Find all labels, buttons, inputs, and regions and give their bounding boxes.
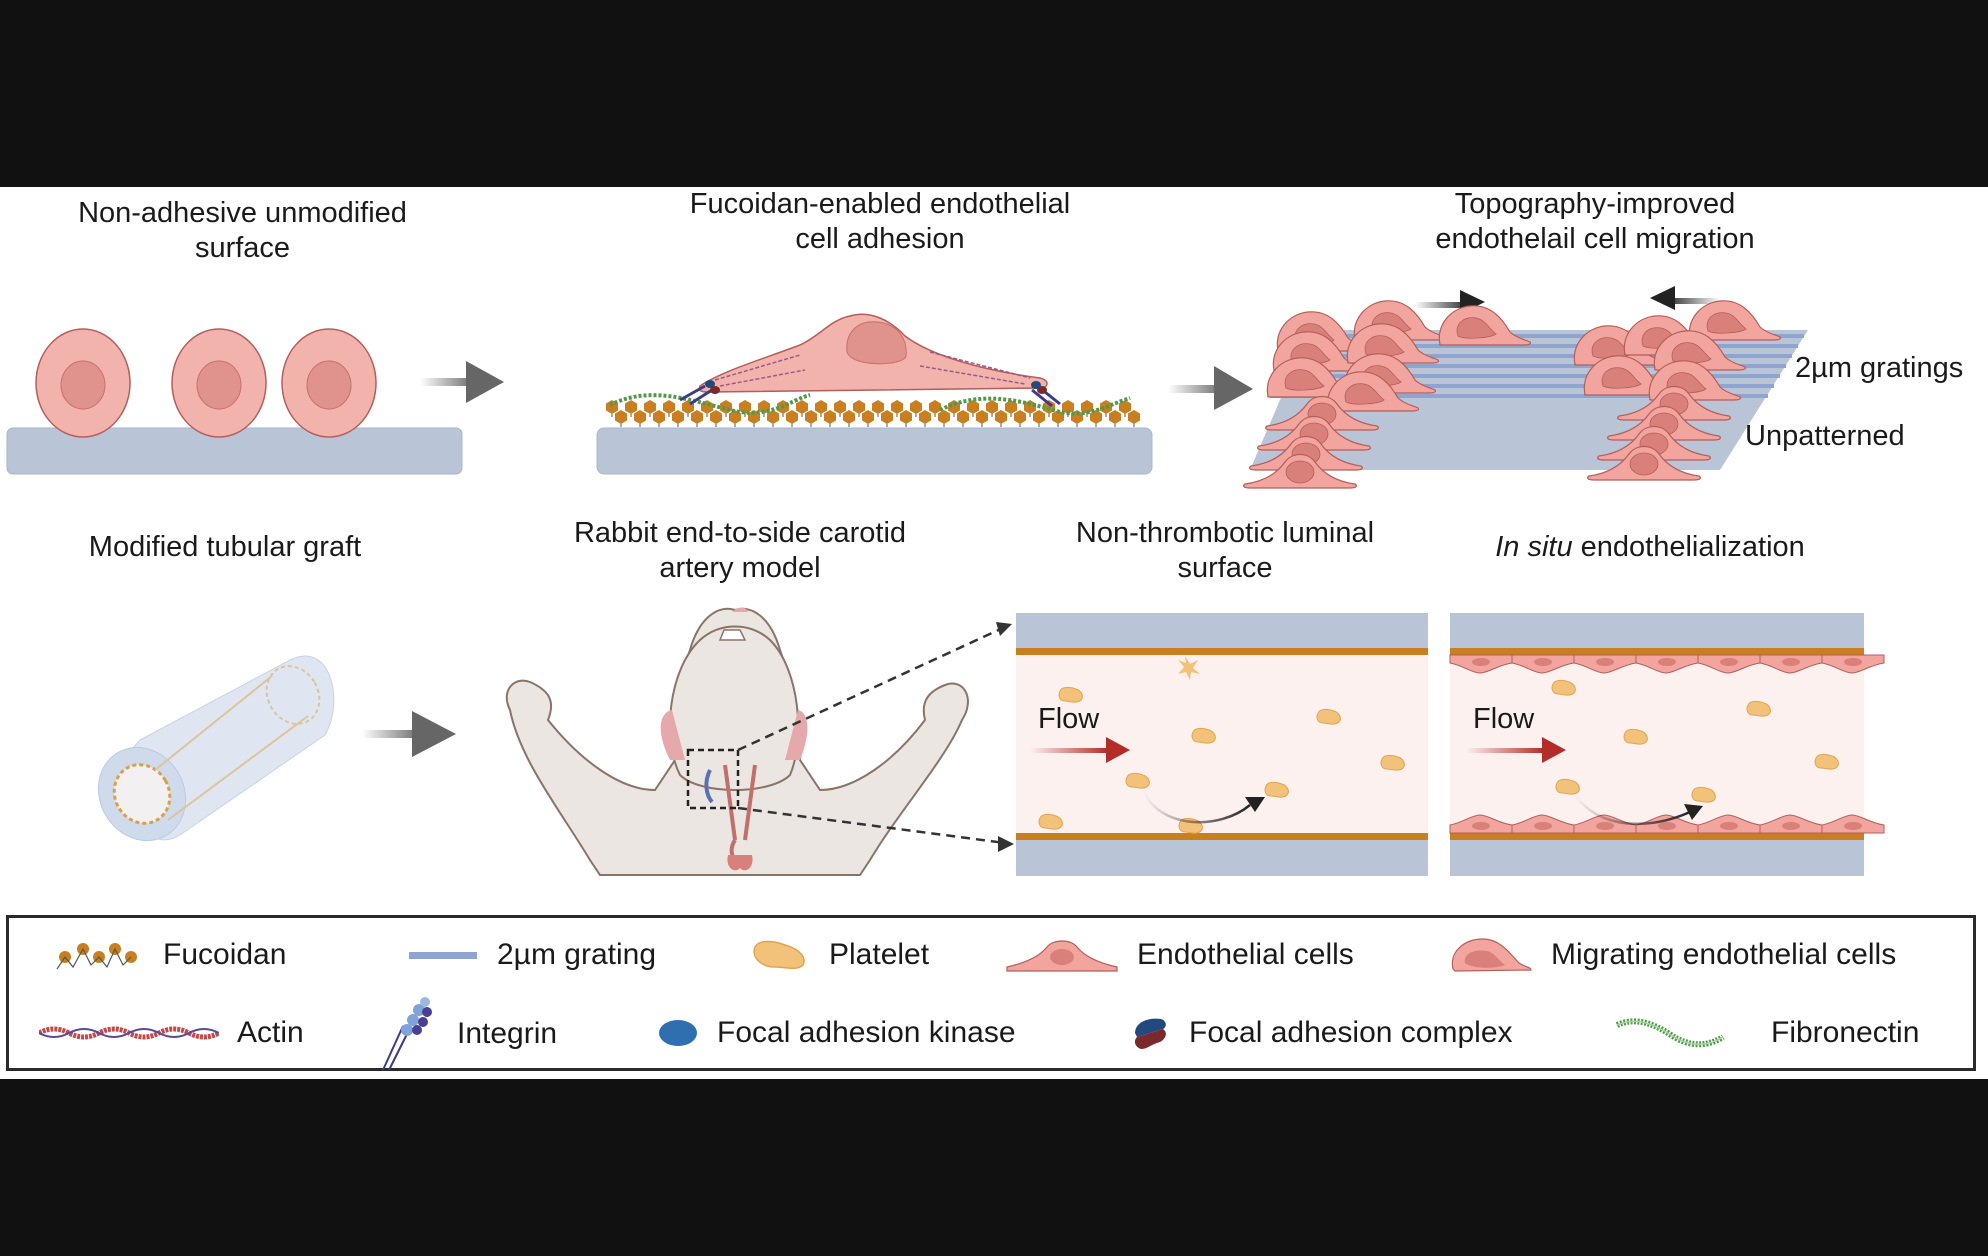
actin-icon xyxy=(39,1026,219,1040)
integrin-right xyxy=(1031,381,1061,408)
fucoidan-unit xyxy=(785,409,799,428)
rabbit-title-line2: artery model xyxy=(659,552,821,584)
luminal-title-line2: surface xyxy=(1177,552,1273,584)
graft-title-text: Modified tubular graft xyxy=(88,531,362,563)
fucoidan-unit xyxy=(1032,409,1046,428)
legend-label-migrating: Migrating endothelial cells xyxy=(1551,938,1897,971)
legend-item-migrating: Migrating endothelial cells xyxy=(1449,930,1896,980)
step2-title-line1: Fucoidan-enabled endothelial xyxy=(689,188,1071,220)
fucoidan-unit xyxy=(1127,409,1141,428)
legend: Fucoidan 2µm grating Platelet Endothelia… xyxy=(6,915,1976,1071)
legend-item-fac: Focal adhesion complex xyxy=(1131,1008,1513,1058)
graft-title: Modified tubular graft xyxy=(50,530,400,565)
gray-arrow-3 xyxy=(362,711,456,757)
gray-arrow-2 xyxy=(1168,366,1253,410)
integrin-icon xyxy=(382,997,432,1071)
unpatterned-label: Unpatterned xyxy=(1745,420,1905,452)
migrating-cell-icon xyxy=(1451,938,1532,972)
fucoidan-unit xyxy=(671,409,685,428)
luminal-title: Non-thrombotic luminal surface xyxy=(1030,516,1420,586)
fucoidan-unit xyxy=(975,409,989,428)
step1-title: Non-adhesive unmodified surface xyxy=(40,196,445,266)
fucoidan-unit xyxy=(899,409,913,428)
legend-item-platelet: Platelet xyxy=(751,930,929,980)
legend-item-fak: Focal adhesion kinase xyxy=(657,1008,1016,1058)
step2-title-line2: cell adhesion xyxy=(795,223,965,255)
gray-arrow-1 xyxy=(420,361,504,403)
insitu-title-italic: In situ xyxy=(1495,531,1573,563)
insitu-vessel-panel: Flow xyxy=(1449,613,1885,876)
grating-icon xyxy=(409,952,477,959)
fucoidan-unit xyxy=(1089,409,1103,428)
step3-title: Topography-improved endothelail cell mig… xyxy=(1380,187,1810,257)
fucoidan-unit xyxy=(633,409,647,428)
fibronectin-icon xyxy=(1615,1018,1725,1048)
rabbit-illustration xyxy=(505,607,1014,876)
fucoidan-unit xyxy=(614,409,628,428)
fucoidan-unit xyxy=(918,409,932,428)
luminal-title-line1: Non-thrombotic luminal xyxy=(1075,517,1375,549)
step1-illustration xyxy=(6,328,463,475)
step3-title-line1: Topography-improved xyxy=(1454,188,1736,220)
flow-label-luminal: Flow xyxy=(1038,703,1100,735)
legend-label-platelet: Platelet xyxy=(829,938,930,971)
rabbit-title: Rabbit end-to-side carotid artery model xyxy=(540,516,940,586)
step1-title-line2: surface xyxy=(194,232,291,264)
fak-icon xyxy=(659,1020,697,1046)
insitu-title-rest: endothelialization xyxy=(1572,531,1805,563)
insitu-title: In situ endothelialization xyxy=(1460,530,1840,565)
legend-item-fibronectin: Fibronectin xyxy=(1615,1008,1919,1058)
fucoidan-unit xyxy=(842,409,856,428)
fucoidan-unit xyxy=(709,409,723,428)
fucoidan-unit xyxy=(956,409,970,428)
legend-label-fucoidan: Fucoidan xyxy=(163,938,287,971)
legend-label-actin: Actin xyxy=(237,1016,304,1049)
fucoidan-unit xyxy=(652,409,666,428)
legend-item-grating: 2µm grating xyxy=(409,930,656,980)
flow-label-insitu: Flow xyxy=(1473,703,1535,735)
rabbit-title-line1: Rabbit end-to-side carotid xyxy=(573,517,907,549)
legend-label-endothelial: Endothelial cells xyxy=(1137,938,1354,971)
step2-illustration xyxy=(596,313,1153,475)
fucoidan-unit xyxy=(823,409,837,428)
step3-illustration xyxy=(1243,286,1808,489)
platelet-icon xyxy=(753,940,805,970)
legend-label-fibronectin: Fibronectin xyxy=(1771,1016,1920,1049)
legend-item-integrin: Integrin xyxy=(379,994,557,1074)
focal-adhesion-complex-icon xyxy=(1134,1018,1166,1049)
legend-item-fucoidan: Fucoidan xyxy=(55,930,286,980)
fucoidan-unit xyxy=(937,409,951,428)
luminal-vessel-panel: Flow xyxy=(1016,613,1428,876)
fucoidan-unit xyxy=(994,409,1008,428)
fucoidan-unit xyxy=(861,409,875,428)
fucoidan-icon xyxy=(56,943,137,970)
legend-item-actin: Actin xyxy=(39,1008,304,1058)
legend-item-endothelial: Endothelial cells xyxy=(1005,930,1354,980)
tubular-graft-illustration xyxy=(97,655,335,842)
fucoidan-unit xyxy=(804,409,818,428)
step3-title-line2: endothelail cell migration xyxy=(1435,223,1755,255)
legend-label-integrin: Integrin xyxy=(457,1017,558,1050)
step1-title-line1: Non-adhesive unmodified xyxy=(78,197,407,229)
legend-label-fac: Focal adhesion complex xyxy=(1189,1016,1513,1049)
integrin-left xyxy=(679,380,720,406)
endothelial-cell-icon xyxy=(1006,940,1118,972)
fucoidan-unit xyxy=(1013,409,1027,428)
fucoidan-unit xyxy=(1108,409,1122,428)
fucoidan-unit xyxy=(690,409,704,428)
legend-label-grating: 2µm grating xyxy=(497,938,657,971)
step2-title: Fucoidan-enabled endothelial cell adhesi… xyxy=(660,187,1100,257)
gratings-label: 2µm gratings xyxy=(1795,352,1964,384)
fucoidan-unit xyxy=(880,409,894,428)
legend-label-fak: Focal adhesion kinase xyxy=(717,1016,1016,1049)
